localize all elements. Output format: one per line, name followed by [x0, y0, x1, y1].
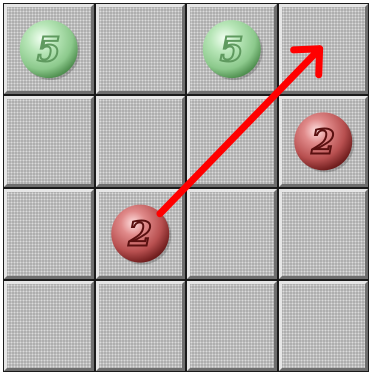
ball-number-label: 2: [127, 215, 152, 255]
board-cell-r3-c3[interactable]: [279, 281, 369, 371]
board-cell-r3-c2[interactable]: [187, 281, 277, 371]
board-cell-r1-c0[interactable]: [4, 96, 94, 186]
board-cell-r0-c1[interactable]: [96, 4, 186, 94]
board-cell-r2-c0[interactable]: [4, 189, 94, 279]
board-cell-r0-c3[interactable]: [279, 4, 369, 94]
ball-number-label: 5: [37, 30, 61, 70]
board-cell-r1-c1[interactable]: [96, 96, 186, 186]
board-cell-r1-c2[interactable]: [187, 96, 277, 186]
board-cell-r2-c3[interactable]: [279, 189, 369, 279]
ball-number-label: 2: [310, 122, 335, 162]
board-cell-r3-c0[interactable]: [4, 281, 94, 371]
board-cell-r3-c1[interactable]: [96, 281, 186, 371]
board-cell-r2-c2[interactable]: [187, 189, 277, 279]
ball-number-label: 5: [220, 30, 244, 70]
